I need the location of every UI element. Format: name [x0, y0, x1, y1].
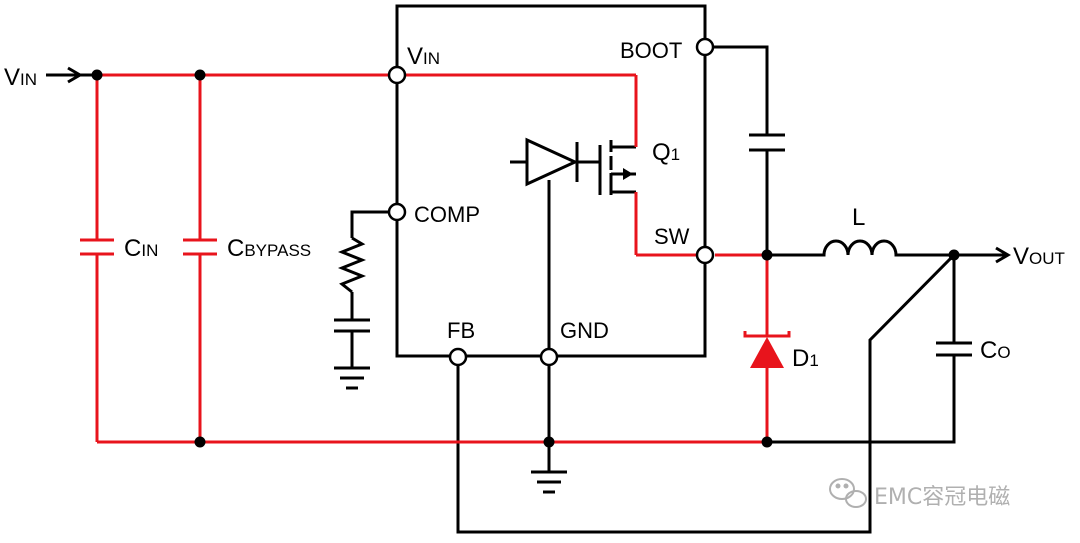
- vin-input-label: VIN: [4, 64, 37, 91]
- diode-label: D1: [792, 345, 819, 372]
- cin-label: CIN: [124, 235, 158, 262]
- mosfet-q1-icon: [598, 140, 636, 195]
- comp-ground-icon: [334, 366, 370, 390]
- junction-dots: [91, 69, 960, 448]
- red-current-loop: [95, 73, 769, 444]
- pin-sw-label: SW: [654, 224, 690, 249]
- pin-sw-circle: [695, 245, 715, 265]
- watermark-text: EMC容冠电磁: [874, 485, 1010, 510]
- pin-vin-label: VIN: [407, 43, 440, 70]
- co-capacitor: [936, 341, 972, 357]
- vout-label: VOUT: [1013, 243, 1065, 270]
- cbypass-label: CBYPASS: [227, 235, 311, 262]
- comp-capacitor: [334, 318, 370, 333]
- cbypass-capacitor: [183, 238, 217, 256]
- cin-capacitor: [80, 238, 114, 256]
- vout-arrow-icon: [995, 246, 1011, 264]
- inductor-coil: [816, 239, 903, 257]
- pin-gnd-circle: [539, 347, 559, 367]
- pin-comp-label: COMP: [414, 202, 480, 227]
- co-label: CO: [980, 337, 1011, 364]
- main-ground-icon: [531, 470, 567, 494]
- inductor-label: L: [852, 204, 865, 231]
- pin-fb-circle: [448, 347, 468, 367]
- mosfet-arrow-icon: [623, 168, 633, 180]
- wechat-icon: [829, 478, 867, 508]
- diode-d1-icon: [743, 331, 791, 368]
- pin-vin-circle: [387, 65, 407, 85]
- pin-fb-label: FB: [447, 318, 475, 343]
- pin-boot-label: BOOT: [620, 38, 682, 63]
- ic-pins: [387, 37, 715, 367]
- black-wiring: [350, 4, 1005, 534]
- comp-resistor: [337, 236, 367, 294]
- gate-driver-icon: [510, 137, 600, 187]
- watermark: EMC容冠电磁: [829, 478, 1010, 510]
- pin-gnd-label: GND: [560, 318, 609, 343]
- vin-arrow-icon: [67, 66, 83, 84]
- pin-boot-circle: [695, 37, 715, 57]
- q1-label: Q1: [652, 139, 680, 166]
- pin-comp-circle: [387, 202, 407, 222]
- boot-capacitor: [749, 133, 785, 152]
